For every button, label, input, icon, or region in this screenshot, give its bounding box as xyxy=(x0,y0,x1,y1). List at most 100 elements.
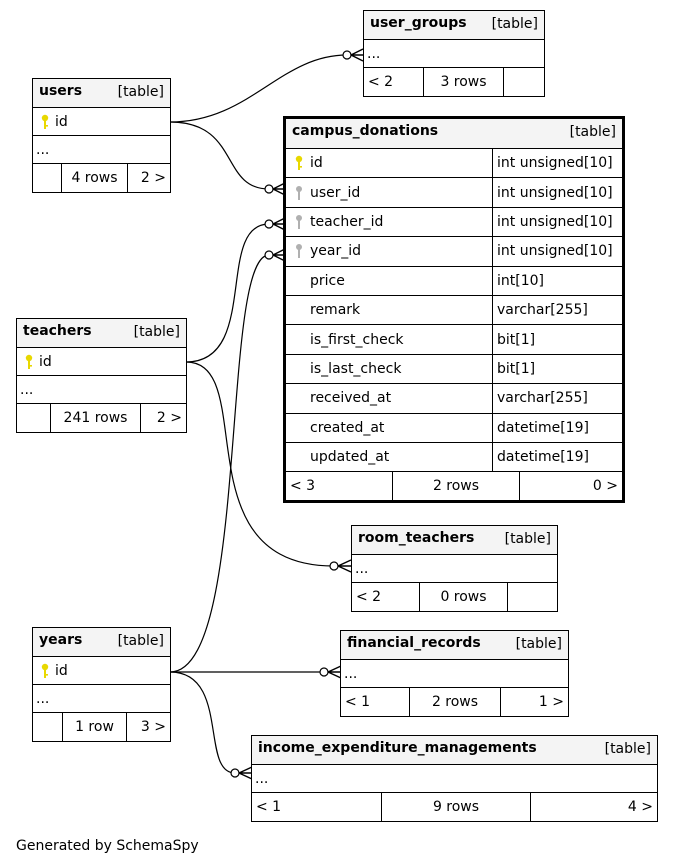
children-count xyxy=(508,583,557,611)
column-type: int unsigned[10] xyxy=(497,155,613,172)
children-count: 0 > xyxy=(592,478,618,495)
column-name-cell: remark xyxy=(286,295,493,325)
more-columns: ... xyxy=(33,685,170,713)
edge-end-circle xyxy=(230,768,240,778)
column-type: datetime[19] xyxy=(497,449,589,466)
key-icon xyxy=(35,663,55,679)
column-name: id xyxy=(55,662,68,679)
edge-end-circle xyxy=(264,219,274,229)
table-name: financial_records xyxy=(347,635,481,651)
parents-count: < 3 xyxy=(286,472,393,501)
key-icon xyxy=(288,155,310,171)
column-type: varchar[255] xyxy=(497,302,588,319)
table-footer: 1 row 3 > xyxy=(33,713,170,741)
column-row: id xyxy=(33,108,170,136)
children-count: 1 > xyxy=(538,694,564,710)
column-row: id xyxy=(33,657,170,685)
column-type: varchar[255] xyxy=(497,390,588,407)
table-name: income_expenditure_managements xyxy=(258,740,537,756)
table-header: users [table] xyxy=(33,79,170,108)
foreign-key-icon xyxy=(288,214,310,230)
column-type: datetime[19] xyxy=(497,419,589,436)
table-name: teachers xyxy=(23,323,92,339)
children-count: 4 > xyxy=(627,799,653,815)
column-type: int unsigned[10] xyxy=(497,243,613,260)
column-type: int unsigned[10] xyxy=(497,184,613,201)
children-count: 2 > xyxy=(156,410,182,426)
column-name-cell: price xyxy=(286,266,493,295)
column-row-is-last-check: is_last_check bit[1] xyxy=(286,354,622,385)
table-name: years xyxy=(39,632,83,648)
column-name: year_id xyxy=(310,243,362,260)
table-footer: 241 rows 2 > xyxy=(17,404,186,432)
table-kind: [table] xyxy=(569,124,616,140)
table-footer: < 1 9 rows 4 > xyxy=(252,793,657,821)
column-name-cell: teacher_id xyxy=(286,207,493,237)
column-name-cell: id xyxy=(286,149,493,178)
column-name-cell: received_at xyxy=(286,384,493,413)
table-footer: < 2 3 rows xyxy=(364,68,544,96)
parents-count: < 2 xyxy=(352,583,420,611)
children-count: 3 > xyxy=(140,719,166,735)
table-header: teachers [table] xyxy=(17,319,186,348)
column-name-cell: created_at xyxy=(286,413,493,442)
edge-users-campus-donations xyxy=(169,121,270,190)
parents-count xyxy=(33,164,62,192)
more-columns: ... xyxy=(352,555,557,583)
table-footer: 4 rows 2 > xyxy=(33,164,170,192)
children-count xyxy=(504,68,544,96)
table-kind: [table] xyxy=(491,16,538,32)
table-users[interactable]: users [table] id ... 4 rows 2 > xyxy=(32,78,171,193)
more-columns: ... xyxy=(252,765,657,793)
column-name: price xyxy=(310,272,345,289)
table-header: financial_records [table] xyxy=(341,631,568,660)
edge-end-circle xyxy=(342,50,352,60)
table-header: income_expenditure_managements [table] xyxy=(252,736,657,765)
row-count: 9 rows xyxy=(382,793,531,821)
crow-foot xyxy=(337,559,352,573)
table-user-groups[interactable]: user_groups [table] ... < 2 3 rows xyxy=(363,10,545,97)
table-kind: [table] xyxy=(504,531,551,547)
row-count: 2 rows xyxy=(410,688,501,716)
table-teachers[interactable]: teachers [table] id ... 241 rows 2 > xyxy=(16,318,187,433)
table-years[interactable]: years [table] id ... 1 row 3 > xyxy=(32,627,171,742)
table-kind: [table] xyxy=(117,633,164,649)
column-name-cell: user_id xyxy=(286,178,493,207)
table-room-teachers[interactable]: room_teachers [table] ... < 2 0 rows xyxy=(351,525,558,612)
column-row: id xyxy=(17,348,186,376)
key-icon xyxy=(35,114,55,130)
table-income-expenditure-managements[interactable]: income_expenditure_managements [table] .… xyxy=(251,735,658,822)
row-count: 0 rows xyxy=(420,583,508,611)
table-header: years [table] xyxy=(33,628,170,657)
row-count: 1 row xyxy=(63,713,127,741)
more-columns: ... xyxy=(364,40,544,68)
row-count: 4 rows xyxy=(62,164,128,192)
table-kind: [table] xyxy=(604,741,651,757)
foreign-key-icon xyxy=(288,243,310,259)
foreign-key-icon xyxy=(288,185,310,201)
table-footer: < 3 2 rows 0 > xyxy=(286,472,622,501)
column-name: is_last_check xyxy=(310,360,402,377)
table-header: user_groups [table] xyxy=(364,11,544,40)
more-columns: ... xyxy=(341,660,568,688)
edge-teachers-room-teachers xyxy=(185,361,335,567)
column-name: created_at xyxy=(310,419,385,436)
key-icon xyxy=(19,354,39,370)
row-count: 241 rows xyxy=(51,404,141,432)
column-type: bit[1] xyxy=(497,360,536,377)
table-name: user_groups xyxy=(370,15,467,31)
more-columns: ... xyxy=(33,136,170,164)
column-type: int unsigned[10] xyxy=(497,213,613,230)
parents-count xyxy=(33,713,63,741)
table-financial-records[interactable]: financial_records [table] ... < 1 2 rows… xyxy=(340,630,569,717)
